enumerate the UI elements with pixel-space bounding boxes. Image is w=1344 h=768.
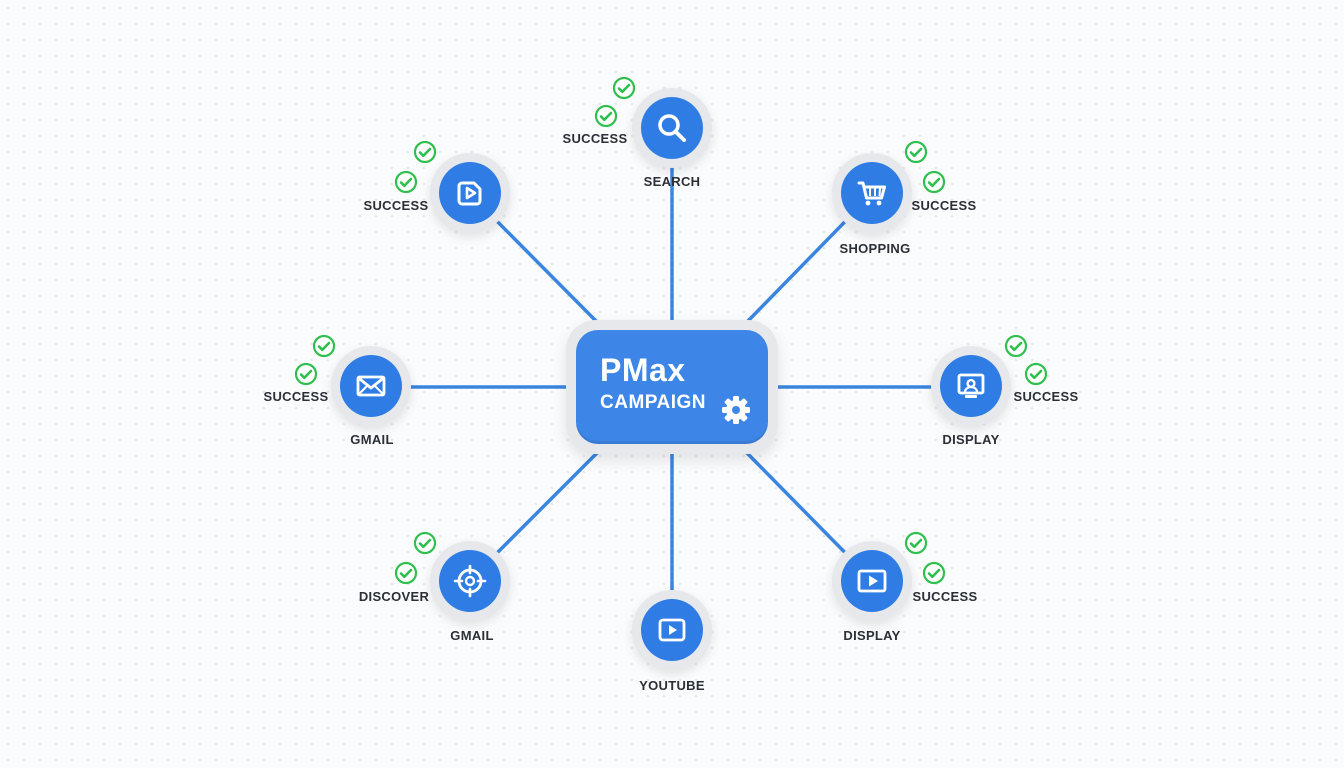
check-icon [922, 561, 946, 585]
node-discover-status: DISCOVER [358, 589, 430, 604]
check-icon [904, 140, 928, 164]
node-gmail[interactable] [331, 346, 411, 426]
node-shopping-channel: SHOPPING [839, 241, 911, 256]
node-video[interactable] [430, 153, 510, 233]
node-search-face [641, 97, 703, 159]
gear-icon[interactable] [720, 394, 752, 426]
node-video-status: SUCCESS [363, 198, 429, 213]
shopping-cart-icon [857, 181, 886, 206]
check-icon [612, 76, 636, 100]
mail-icon [356, 375, 386, 397]
node-display-e-status: SUCCESS [1013, 389, 1079, 404]
node-youtube-channel: YOUTUBE [639, 678, 705, 693]
check-icon [413, 531, 437, 555]
node-discover-face [439, 550, 501, 612]
check-icon [312, 334, 336, 358]
node-video-face [439, 162, 501, 224]
node-search-status: SUCCESS [562, 131, 628, 146]
check-icon [394, 561, 418, 585]
video-icon [457, 181, 482, 206]
node-youtube-face [641, 599, 703, 661]
node-youtube[interactable] [632, 590, 712, 670]
node-shopping[interactable] [832, 153, 912, 233]
check-icon [1024, 362, 1048, 386]
search-icon [658, 114, 686, 142]
hub-face: PMax CAMPAIGN [576, 330, 768, 444]
node-display-e-channel: DISPLAY [942, 432, 1000, 447]
node-discover[interactable] [430, 541, 510, 621]
node-display-se[interactable] [832, 541, 912, 621]
node-gmail-face [340, 355, 402, 417]
hub-title: PMax [600, 352, 686, 388]
monitor-icon [957, 373, 985, 398]
node-gmail-channel: GMAIL [350, 432, 394, 447]
node-display-se-status: SUCCESS [912, 589, 978, 604]
node-display-se-face [841, 550, 903, 612]
node-gmail-status: SUCCESS [263, 389, 329, 404]
node-search-channel: SEARCH [643, 174, 701, 189]
check-icon [594, 104, 618, 128]
check-icon [1004, 334, 1028, 358]
check-icon [904, 531, 928, 555]
check-icon [294, 362, 318, 386]
node-shopping-face [841, 162, 903, 224]
hub-subtitle: CAMPAIGN [600, 392, 707, 413]
target-icon [453, 564, 487, 598]
youtube-icon [658, 618, 686, 642]
check-icon [394, 170, 418, 194]
node-search[interactable] [632, 88, 712, 168]
node-shopping-status: SUCCESS [911, 198, 977, 213]
check-icon [413, 140, 437, 164]
pmax-campaign-hub[interactable]: PMax CAMPAIGN [566, 320, 778, 454]
node-display-e-face [940, 355, 1002, 417]
node-display-e[interactable] [931, 346, 1011, 426]
play-icon [857, 569, 887, 593]
node-discover-channel: GMAIL [450, 628, 494, 643]
check-icon [922, 170, 946, 194]
node-display-se-channel: DISPLAY [843, 628, 901, 643]
